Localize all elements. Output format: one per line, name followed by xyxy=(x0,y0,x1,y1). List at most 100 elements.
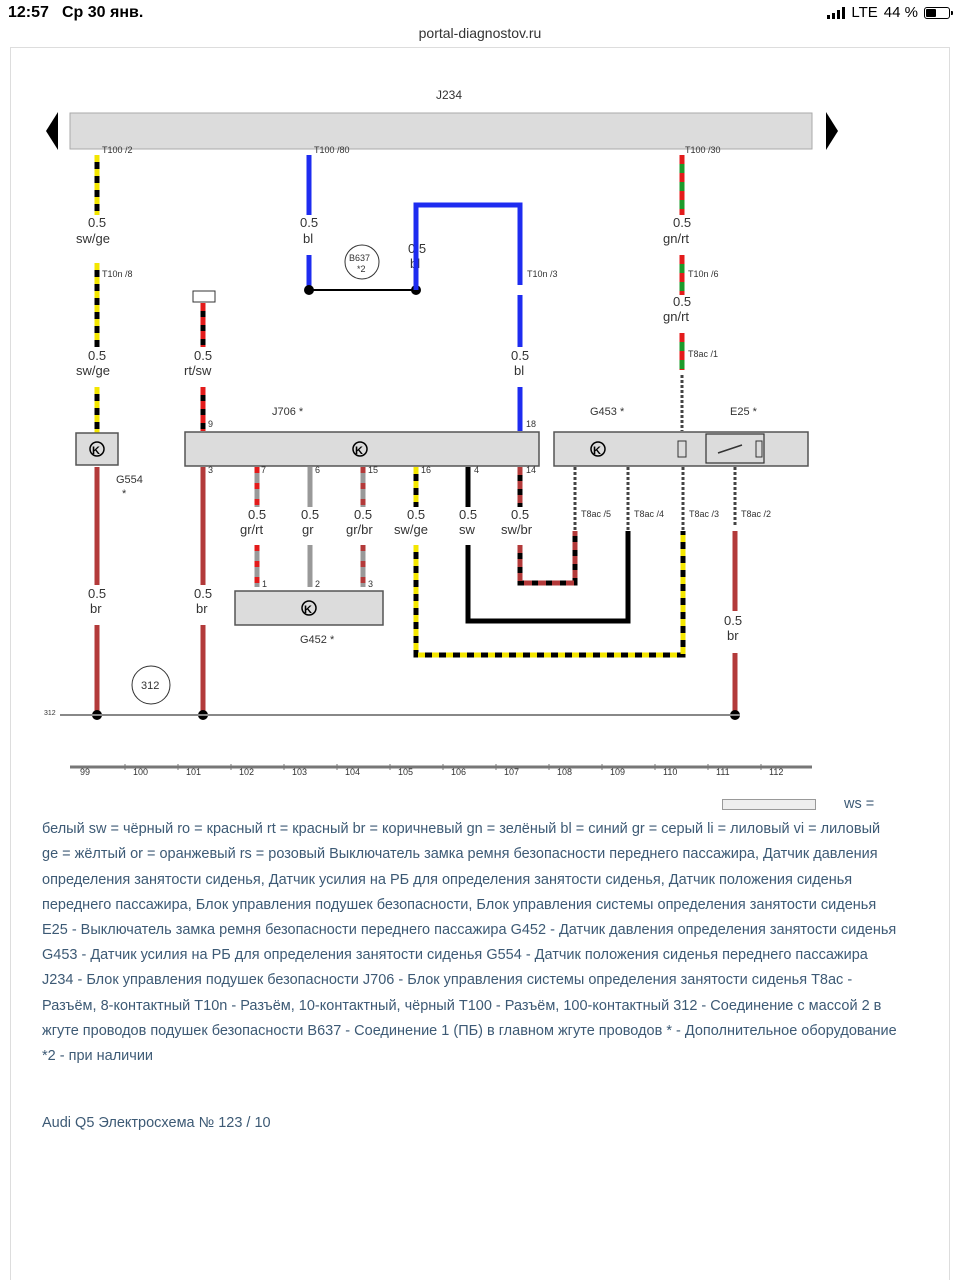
legend-block: ws = белый sw = чёрный ro = красный rt =… xyxy=(42,792,900,1069)
wire-label-gauge: 0.5 xyxy=(459,507,477,522)
wire-sw-loop xyxy=(465,531,631,624)
pin-6: 6 xyxy=(315,465,320,475)
grid-number: 109 xyxy=(610,767,625,777)
wire-label-color: gr xyxy=(302,522,314,537)
network-type: LTE xyxy=(851,4,878,21)
connector-box xyxy=(192,290,216,303)
grid-number: 108 xyxy=(557,767,572,777)
pin-1: 1 xyxy=(262,579,267,589)
pin-14: 14 xyxy=(526,465,536,475)
wire-label-color: sw/ge xyxy=(76,231,110,246)
connector-t10n-3: T10n /3 xyxy=(527,269,558,279)
j706-module xyxy=(184,431,540,467)
ground-line-label: 312 xyxy=(44,710,56,717)
wire-label-gauge: 0.5 xyxy=(248,507,266,522)
k-symbol-icon xyxy=(352,441,368,457)
wire-label-color: sw xyxy=(459,522,476,537)
j234-label: J234 xyxy=(436,88,462,102)
g453-label: G453 * xyxy=(590,406,625,418)
arrow-left-icon xyxy=(46,112,58,150)
wire-label-gauge: 0.5 xyxy=(511,348,529,363)
grid-number: 107 xyxy=(504,767,519,777)
wire-label-color: gn/rt xyxy=(663,231,689,246)
battery-percent: 44 % xyxy=(883,4,918,21)
k-symbol-icon xyxy=(89,441,105,457)
g554-label: G554 xyxy=(116,474,143,486)
k-symbol-icon xyxy=(590,441,606,457)
pin-7: 7 xyxy=(261,465,266,475)
status-date: Ср 30 янв. xyxy=(62,4,144,21)
grid-number: 105 xyxy=(398,767,413,777)
connector-t100-2: T100 /2 xyxy=(102,145,133,155)
grid-number: 101 xyxy=(186,767,201,777)
wire-label-color: sw/ge xyxy=(76,363,110,378)
connector-t100-30: T100 /30 xyxy=(685,145,721,155)
g554-module xyxy=(75,432,119,466)
b637-label: B637 xyxy=(349,253,370,263)
url-text: portal-diagnostov.ru xyxy=(418,25,542,41)
k-symbol-letter: K xyxy=(304,604,312,616)
wire-label-gauge: 0.5 xyxy=(673,215,691,230)
wire-label-color: br xyxy=(196,601,208,616)
wire-label-gauge: 0.5 xyxy=(194,348,212,363)
battery-icon xyxy=(924,6,953,19)
connector-t8ac-5: T8ac /5 xyxy=(581,509,611,519)
status-indicators: LTE 44 % xyxy=(827,4,953,21)
connector-t8ac-4: T8ac /4 xyxy=(634,509,664,519)
wire-label-color: br xyxy=(90,601,102,616)
wire-label-gauge: 0.5 xyxy=(88,586,106,601)
wire-label-color: gn/rt xyxy=(663,309,689,324)
wire-label-color: rt/sw xyxy=(184,363,212,378)
wire-label-gauge: 0.5 xyxy=(301,507,319,522)
signal-strength-icon xyxy=(827,6,846,19)
wire-label-gauge: 0.5 xyxy=(407,507,425,522)
g452-label: G452 * xyxy=(300,634,335,646)
wire-label-color: gr/rt xyxy=(240,522,264,537)
wiring-diagram: J234 T100 /2 T100 /80 T100 /30 0.5 sw/ge… xyxy=(44,88,838,777)
connector-t8ac-2: T8ac /2 xyxy=(741,509,771,519)
connector-t8ac-1: T8ac /1 xyxy=(688,349,718,359)
wire-label-gauge: 0.5 xyxy=(88,348,106,363)
b637-splice-circle xyxy=(344,244,380,280)
wire-label-gauge: 0.5 xyxy=(673,294,691,309)
connector-t10n-6: T10n /6 xyxy=(688,269,719,279)
wire-label-color: bl xyxy=(514,363,524,378)
grid-number: 100 xyxy=(133,767,148,777)
wire-label-gauge: 0.5 xyxy=(511,507,529,522)
g453-e25-module xyxy=(553,431,809,467)
e25-label: E25 * xyxy=(730,406,758,418)
pin-3: 3 xyxy=(208,465,213,475)
wire-label-color: sw/br xyxy=(501,522,533,537)
address-bar[interactable]: portal-diagnostov.ru xyxy=(0,20,960,46)
pin-4: 4 xyxy=(474,465,479,475)
grid-number: 103 xyxy=(292,767,307,777)
ground-312-circle xyxy=(131,665,171,705)
e25-switch-lever xyxy=(717,444,743,454)
connector-t10n-8: T10n /8 xyxy=(102,269,133,279)
pin-16: 16 xyxy=(421,465,431,475)
image-caption-tag xyxy=(722,798,816,810)
ground-312-label: 312 xyxy=(141,680,159,692)
status-time: 12:57 xyxy=(8,4,49,21)
j706-label: J706 * xyxy=(272,406,304,418)
wire-label-gauge: 0.5 xyxy=(88,215,106,230)
b637-sub: *2 xyxy=(357,264,366,274)
pin-3: 3 xyxy=(368,579,373,589)
wire-label-gauge: 0.5 xyxy=(354,507,372,522)
e25-switch-icon xyxy=(705,433,765,464)
connector-t8ac-3: T8ac /3 xyxy=(689,509,719,519)
e25-contact xyxy=(755,440,763,458)
grid-number: 110 xyxy=(663,767,677,777)
footer-caption: Audi Q5 Электросхема № 123 / 10 xyxy=(42,1115,271,1131)
wire-sw-br-loop xyxy=(517,531,578,586)
wire-bl-loop xyxy=(413,202,523,290)
connector-t100-80: T100 /80 xyxy=(314,145,350,155)
grid-number: 111 xyxy=(716,767,730,777)
wire-label-gauge: 0.5 xyxy=(194,586,212,601)
status-bar: 12:57 Ср 30 янв. LTE 44 % xyxy=(0,0,960,30)
e25-contact xyxy=(677,440,687,458)
wire-sw-ge-low-loop-stripe xyxy=(413,531,686,658)
grid-number: 104 xyxy=(345,767,360,777)
grid-number: 106 xyxy=(451,767,466,777)
grid-number: 112 xyxy=(769,767,783,777)
